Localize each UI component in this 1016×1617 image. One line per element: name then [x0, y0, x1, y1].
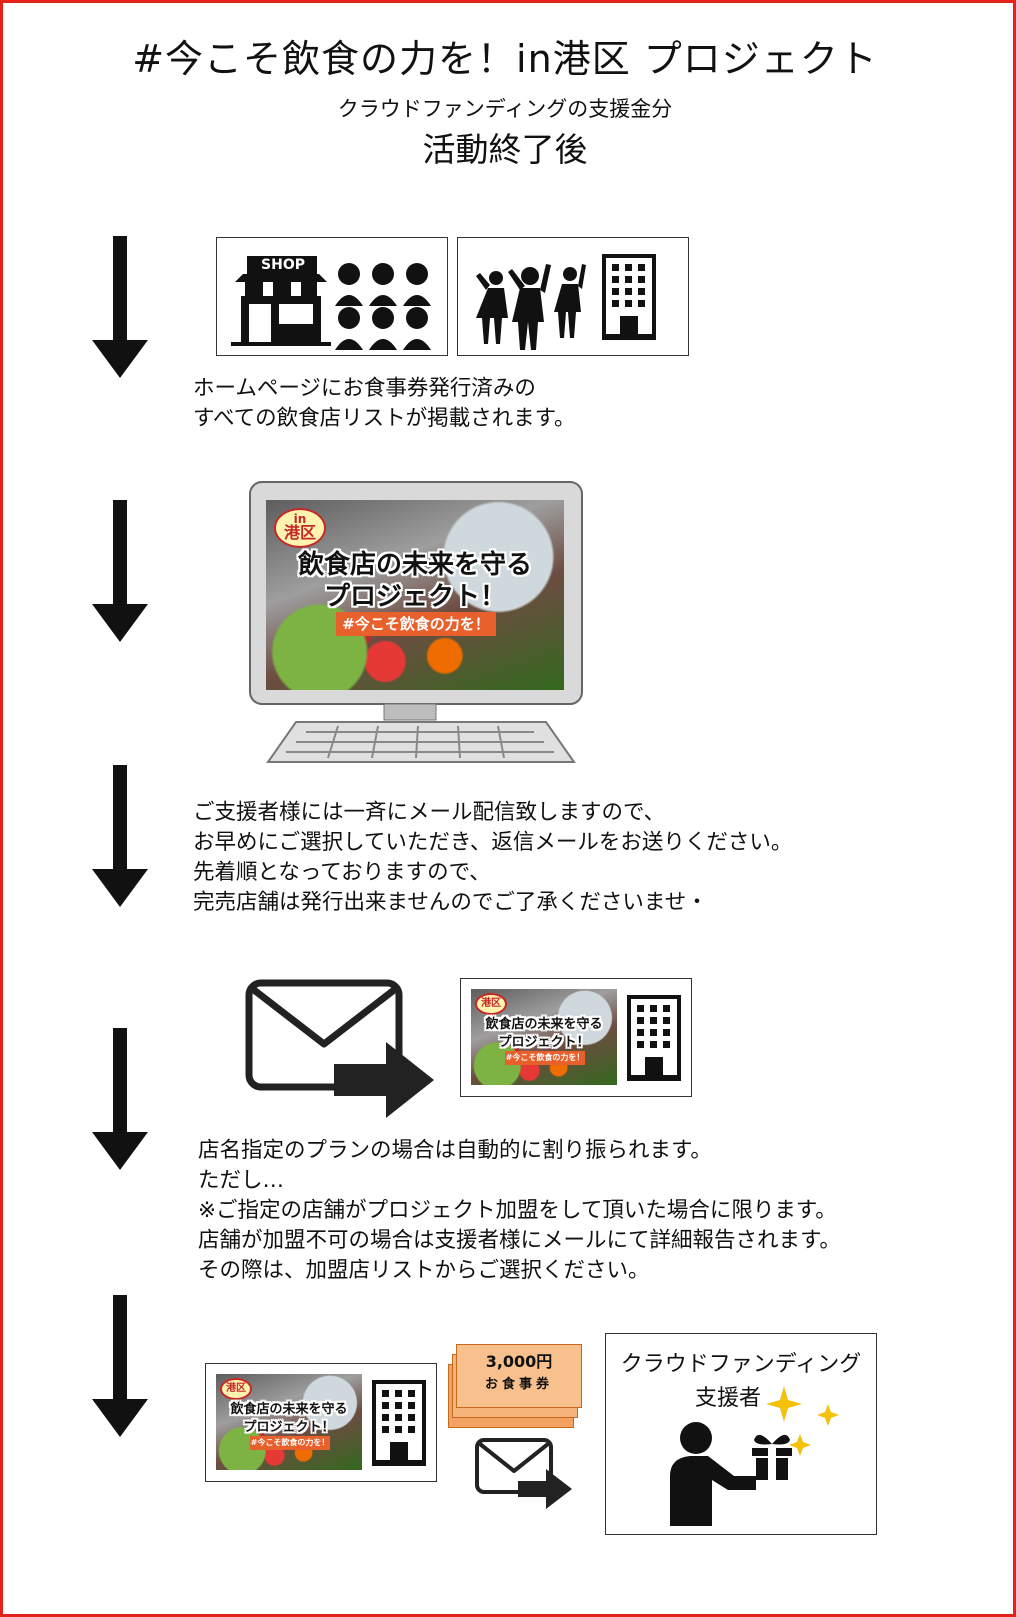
- project-banner-small: 港区 飲食店の未来を守る プロジェクト！ #今こそ飲食の力を！: [216, 1374, 362, 1470]
- text-line: ホームページにお食事券発行済みの: [193, 376, 536, 401]
- minato-badge: 港区: [220, 1378, 252, 1400]
- supporter-label-2: 支援者: [694, 1386, 761, 1411]
- meal-ticket-stack: 3,000円 お食事券: [448, 1344, 582, 1428]
- banner-headline-1: 飲食店の未来を守る: [297, 550, 532, 580]
- banner-headline-2: プロジェクト！: [243, 1420, 335, 1435]
- page-subtitle-2: 活動終了後: [422, 130, 588, 169]
- minato-badge: in 港区: [274, 508, 326, 548]
- banner-and-building-box: 港区 飲食店の未来を守る プロジェクト！ #今こそ飲食の力を！: [460, 978, 692, 1097]
- project-banner-screen: in 港区 飲食店の未来を守る プロジェクト！ #今こそ飲食の力を！: [266, 500, 564, 690]
- text-line: すべての飲食店リストが掲載されます。: [193, 406, 576, 431]
- banner-tagline: #今こそ飲食の力を！: [505, 1051, 585, 1065]
- ticket-label: お食事券: [484, 1377, 553, 1392]
- supporter-gift-icon: [670, 1386, 839, 1526]
- text-line: 先着順となっておりますので、: [193, 860, 491, 885]
- down-arrow-icon: [92, 765, 148, 907]
- send-mail-icon: [475, 1438, 572, 1509]
- ticket-price: 3,000円: [485, 1352, 553, 1371]
- office-building-icon: [372, 1380, 426, 1466]
- down-arrow-icon: [92, 236, 148, 378]
- shop-sign: SHOP: [261, 257, 305, 273]
- text-line: 店名指定のプランの場合は自動的に割り振られます。: [198, 1138, 712, 1163]
- text-line: ただし…: [198, 1168, 285, 1193]
- text-line: お早めにご選択していただき、返信メールをお送りください。: [193, 830, 793, 855]
- page-subtitle: クラウドファンディングの支援金分: [337, 97, 673, 121]
- text-line: 完売店舗は発行出来ませんのでご了承くださいませ・: [193, 890, 708, 915]
- office-building-icon: [602, 254, 656, 340]
- banner-headline-1: 飲食店の未来を守る: [230, 1402, 348, 1417]
- text-line: ※ご指定の店舗がプロジェクト加盟をして頂いた場合に限ります。: [198, 1198, 837, 1223]
- down-arrow-icon: [92, 1028, 148, 1170]
- badge-small-text: in: [293, 512, 307, 526]
- text-line: ご支援者様には一斉にメール配信致しますので、: [193, 800, 666, 825]
- down-arrow-icon: [92, 500, 148, 642]
- send-mail-icon: [245, 979, 434, 1118]
- page-title: #今こそ飲食の力を！in港区 プロジェクト: [132, 37, 878, 81]
- banner-headline-2: プロジェクト！: [323, 582, 506, 612]
- down-arrow-icon: [92, 1295, 148, 1437]
- banner-tagline: #今こそ飲食の力を！: [336, 612, 496, 636]
- office-building-icon: [627, 995, 681, 1081]
- step-3-text: 店名指定のプランの場合は自動的に割り振られます。 ただし… ※ご指定の店舗がプロ…: [198, 1136, 841, 1286]
- badge-main-text: 港区: [283, 523, 316, 542]
- cheering-people-icon: [476, 264, 586, 350]
- people-and-building-box: [457, 237, 689, 356]
- shop-icon: [231, 256, 431, 350]
- minato-badge: 港区: [475, 993, 507, 1015]
- text-line: 店舗が加盟不可の場合は支援者様にメールにて詳細報告されます。: [198, 1228, 841, 1253]
- supporter-label-1: クラウドファンディング: [620, 1352, 862, 1377]
- text-line: その際は、加盟店リストからご選択ください。: [198, 1258, 650, 1283]
- step-1-text: ホームページにお食事券発行済みの すべての飲食店リストが掲載されます。: [193, 374, 576, 434]
- computer-monitor: in 港区 飲食店の未来を守る プロジェクト！ #今こそ飲食の力を！: [238, 478, 608, 770]
- banner-and-building-box: 港区 飲食店の未来を守る プロジェクト！ #今こそ飲食の力を！: [205, 1363, 437, 1482]
- meal-ticket: 3,000円 お食事券: [456, 1344, 582, 1408]
- banner-headline-1: 飲食店の未来を守る: [485, 1017, 603, 1032]
- supporter-box: クラウドファンディング 支援者: [605, 1333, 877, 1535]
- step-2-text: ご支援者様には一斉にメール配信致しますので、 お早めにご選択していただき、返信メ…: [193, 798, 792, 918]
- project-banner-small: 港区 飲食店の未来を守る プロジェクト！ #今こそ飲食の力を！: [471, 989, 617, 1085]
- shop-and-staff-box: SHOP: [216, 237, 448, 356]
- banner-headline-2: プロジェクト！: [498, 1035, 590, 1050]
- banner-tagline: #今こそ飲食の力を！: [250, 1436, 330, 1450]
